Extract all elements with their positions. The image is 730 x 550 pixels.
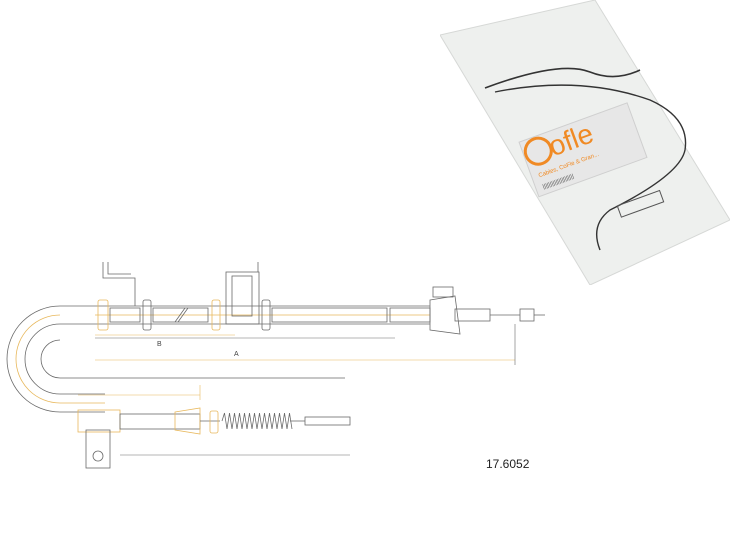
package-label: ofle Cables, CoFle & Gran... |||||||||||… <box>518 102 648 198</box>
cable-loop <box>494 84 687 251</box>
dimension-label-a: A <box>234 351 239 358</box>
brand-logo-mark <box>523 136 553 166</box>
part-number: 17.6052 <box>486 457 530 471</box>
cable-fitting <box>616 189 665 218</box>
cable-u-bend <box>6 305 345 413</box>
product-package-photo: ofle Cables, CoFle & Gran... |||||||||||… <box>440 0 730 285</box>
dimension-lines <box>78 324 516 456</box>
coiled-cable <box>484 67 641 89</box>
dimension-label-b: B <box>157 341 162 348</box>
upper-cable-run <box>60 262 545 335</box>
package-illustration: ofle Cables, CoFle & Gran... |||||||||||… <box>440 0 730 285</box>
lower-cable-run <box>77 407 351 469</box>
